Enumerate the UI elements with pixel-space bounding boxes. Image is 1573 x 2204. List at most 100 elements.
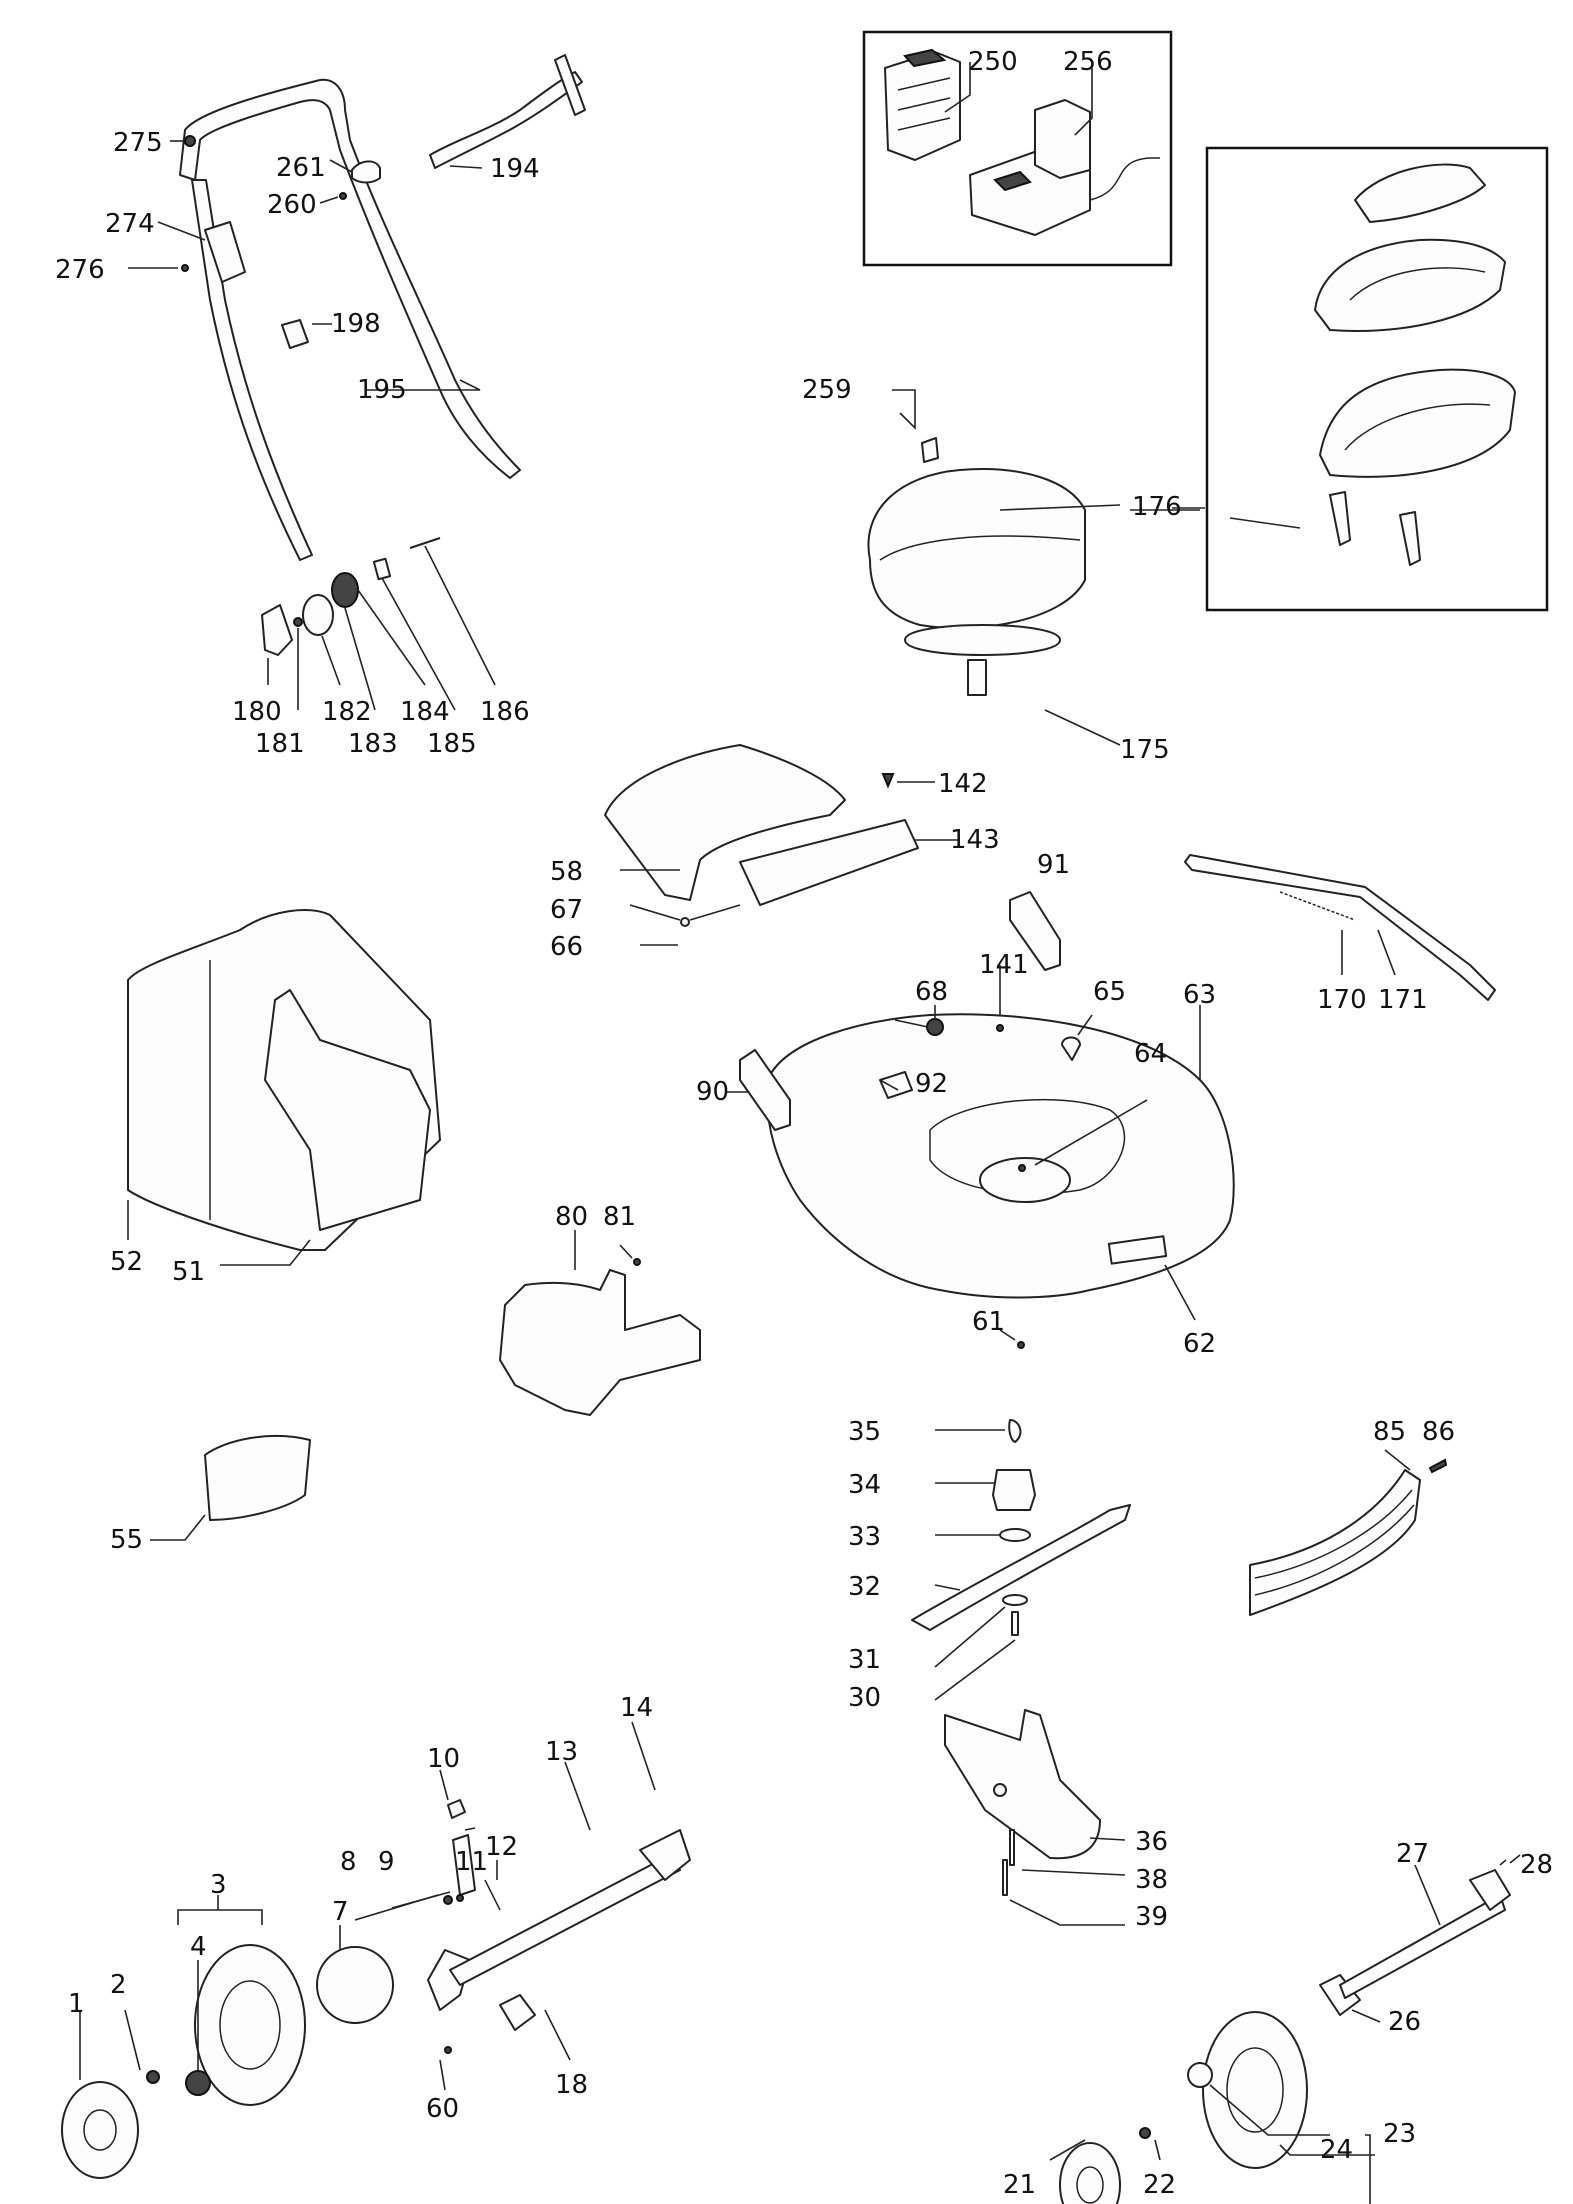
label-90: 90 <box>696 1077 729 1107</box>
label-142: 142 <box>938 769 988 799</box>
rear-guard-group: 85 86 <box>1249 1417 1455 1616</box>
part-9 <box>456 1894 464 1902</box>
rear-axle-group: 21 22 23 24 26 27 28 <box>1003 1839 1553 2204</box>
rod-171 <box>1184 854 1496 1001</box>
label-22: 22 <box>1143 2170 1176 2200</box>
label-260: 260 <box>267 190 317 220</box>
washer-31 <box>1002 1594 1028 1606</box>
screw-61 <box>1017 1341 1025 1349</box>
rod-12 <box>484 1879 501 1911</box>
label-63: 63 <box>1183 980 1216 1010</box>
screw-86 <box>1428 1458 1448 1474</box>
lever-11 <box>452 1834 476 1896</box>
screw-141 <box>996 1024 1004 1032</box>
blade-32 <box>911 1504 1131 1631</box>
washer-181 <box>293 617 303 627</box>
label-35: 35 <box>848 1417 881 1447</box>
knob-261 <box>351 160 381 184</box>
label-24: 24 <box>1320 2135 1353 2165</box>
label-2: 2 <box>110 1970 127 2000</box>
screw-260 <box>339 192 347 200</box>
charger <box>969 99 1160 236</box>
label-85: 85 <box>1373 1417 1406 1447</box>
guard-85 <box>1249 1469 1421 1616</box>
rod-spring-group: 170 171 <box>1184 854 1496 1015</box>
motor-group: 259 176 175 <box>802 375 1205 765</box>
label-250: 250 <box>968 47 1018 77</box>
bolt-186 <box>409 537 441 549</box>
grass-box-group: 52 51 <box>110 909 441 1287</box>
bearing-4 <box>185 2070 211 2096</box>
label-86: 86 <box>1422 1417 1455 1447</box>
mulch-deflector-group: 36 38 39 <box>944 1709 1168 1932</box>
fuse-259 <box>921 437 939 463</box>
axle-13 <box>449 1854 681 1986</box>
label-1: 1 <box>68 1989 85 2019</box>
label-14: 14 <box>620 1693 653 1723</box>
rear-flap-group: 142 143 58 67 66 <box>550 744 1000 962</box>
label-52: 52 <box>110 1247 143 1277</box>
label-21: 21 <box>1003 2170 1036 2200</box>
cable-clip-198 <box>281 319 309 349</box>
label-181: 181 <box>255 729 305 759</box>
label-175: 175 <box>1120 735 1170 765</box>
cover-lid <box>1354 163 1486 223</box>
spring-68 <box>926 1018 944 1036</box>
label-143: 143 <box>950 825 1000 855</box>
blade-group: 35 34 33 32 31 30 <box>848 1417 1131 1713</box>
blade-adapter-34 <box>992 1469 1036 1511</box>
label-38: 38 <box>1135 1865 1168 1895</box>
label-274: 274 <box>105 209 155 239</box>
height-adjust-fittings: 180 181 182 183 184 185 186 <box>232 537 530 759</box>
bracket-91 <box>1009 891 1061 971</box>
label-62: 62 <box>1183 1329 1216 1359</box>
bolt-30 <box>1011 1611 1019 1636</box>
screw-276 <box>181 264 189 272</box>
label-171: 171 <box>1378 985 1428 1015</box>
upper-cover <box>1314 238 1506 332</box>
motor-cover-group <box>1130 146 1549 612</box>
battery-charger-frame <box>862 30 1173 267</box>
label-259: 259 <box>802 375 852 405</box>
label-194: 194 <box>490 154 540 184</box>
axle-bracket-26 <box>1319 1974 1361 2016</box>
axle-bracket-14 <box>639 1829 691 1881</box>
cover-clip-left <box>1329 491 1351 546</box>
label-81: 81 <box>603 1202 636 1232</box>
screw-275 <box>184 135 196 147</box>
label-34: 34 <box>848 1470 881 1500</box>
label-198: 198 <box>331 309 381 339</box>
battery-charger-group: 250 256 <box>862 30 1173 267</box>
mulch-plug-80 <box>499 1269 701 1416</box>
wheel-3 <box>194 1944 306 2106</box>
battery-pack <box>884 48 961 161</box>
label-170: 170 <box>1317 985 1367 1015</box>
flap-58 <box>604 744 846 901</box>
label-261: 261 <box>276 153 326 183</box>
label-28: 28 <box>1520 1850 1553 1880</box>
screw-39 <box>1002 1859 1008 1896</box>
screw-38 <box>1009 1829 1015 1866</box>
label-26: 26 <box>1388 2007 1421 2037</box>
label-4: 4 <box>190 1932 207 1962</box>
tab-10 <box>447 1799 466 1819</box>
motor-175 <box>867 468 1086 629</box>
part-185 <box>372 557 392 581</box>
nut-22 <box>1139 2127 1151 2139</box>
screw-64 <box>1018 1164 1026 1172</box>
label-58: 58 <box>550 857 583 887</box>
bearing-24 <box>1187 2062 1213 2088</box>
nut-2 <box>146 2070 160 2084</box>
wheel-23 <box>1202 2011 1308 2169</box>
label-36: 36 <box>1135 1827 1168 1857</box>
label-184: 184 <box>400 697 450 727</box>
mulch-plug-group: 80 81 <box>499 1202 701 1416</box>
label-80: 80 <box>555 1202 588 1232</box>
axle-27 <box>1339 1894 1506 1999</box>
label-33: 33 <box>848 1522 881 1552</box>
clip-18 <box>499 1994 536 2031</box>
label-31: 31 <box>848 1645 881 1675</box>
label-23: 23 <box>1383 2119 1416 2149</box>
label-182: 182 <box>322 697 372 727</box>
